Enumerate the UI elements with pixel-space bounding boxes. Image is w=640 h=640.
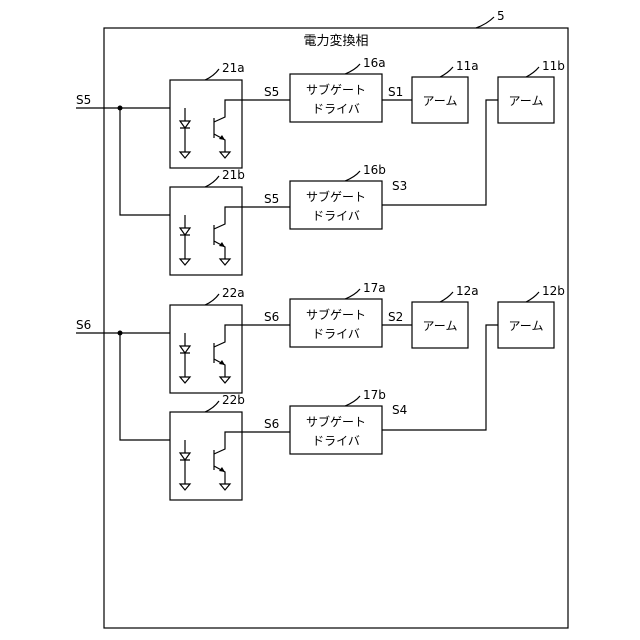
ref-label-16a: 16a (363, 56, 386, 70)
wire-label-s1: S1 (388, 85, 403, 99)
ref-leader-16a (345, 64, 360, 74)
arm-label: アーム (423, 319, 458, 333)
ref-leader-22a (205, 294, 219, 305)
sub-gate-driver-17b: サブゲート ドライバ (290, 406, 382, 454)
s5-input-wire (76, 108, 185, 215)
sub-gate-driver-label-line1: サブゲート (306, 307, 366, 322)
ref-label-12a: 12a (456, 284, 479, 298)
photocoupler-box (170, 187, 242, 275)
ref-label-17b: 17b (363, 388, 386, 402)
signal-label-s5: S5 (76, 93, 91, 107)
photocoupler-21a (170, 80, 242, 168)
wire-label-s6-upper: S6 (264, 310, 279, 324)
ref-leader-21a (205, 69, 219, 80)
ref-label-16b: 16b (363, 163, 386, 177)
photocoupler-box (170, 412, 242, 500)
ref-leader-21b (205, 176, 219, 187)
ref-leader-12b (526, 292, 539, 302)
power-conversion-phase-title: 電力変換相 (303, 33, 368, 49)
photocoupler-22b (170, 412, 242, 500)
arm-11b: アーム (498, 77, 554, 123)
sub-gate-driver-label-line1: サブゲート (306, 414, 366, 429)
ref-leader-22b (205, 401, 219, 412)
wire-label-s2: S2 (388, 310, 403, 324)
sub-gate-driver-17a: サブゲート ドライバ (290, 299, 382, 347)
photocoupler-box (170, 80, 242, 168)
sub-gate-driver-label-line2: ドライバ (312, 102, 360, 116)
ref-label-21b: 21b (222, 168, 245, 182)
sub-gate-driver-16b: サブゲート ドライバ (290, 181, 382, 229)
wire-label-s4: S4 (392, 403, 407, 417)
arm-12a: アーム (412, 302, 468, 348)
sub-gate-driver-label-line2: ドライバ (312, 209, 360, 223)
arm-label: アーム (509, 94, 544, 108)
signal-label-s6: S6 (76, 318, 91, 332)
wire-label-s5-lower: S5 (264, 192, 279, 206)
arm-label: アーム (509, 319, 544, 333)
ref-leader-5 (476, 17, 494, 28)
arm-11a: アーム (412, 77, 468, 123)
sub-gate-driver-label-line2: ドライバ (312, 434, 360, 448)
photocoupler-22a (170, 305, 242, 393)
ref-label-21a: 21a (222, 61, 245, 75)
ref-leader-17b (345, 396, 360, 406)
ref-leader-16b (345, 171, 360, 181)
ref-label-22a: 22a (222, 286, 245, 300)
sub-gate-driver-label-line1: サブゲート (306, 189, 366, 204)
sub-gate-driver-label-line1: サブゲート (306, 82, 366, 97)
ref-label-11b: 11b (542, 59, 565, 73)
s6-input-wire (76, 333, 185, 440)
ref-leader-12a (440, 292, 453, 302)
ref-label-22b: 22b (222, 393, 245, 407)
ref-label-11a: 11a (456, 59, 479, 73)
ref-leader-11b (526, 67, 539, 77)
wire-label-s3: S3 (392, 179, 407, 193)
arm-12b: アーム (498, 302, 554, 348)
sub-gate-driver-16a: サブゲート ドライバ (290, 74, 382, 122)
photocoupler-box (170, 305, 242, 393)
wire-label-s5-upper: S5 (264, 85, 279, 99)
sub-gate-driver-label-line2: ドライバ (312, 327, 360, 341)
ref-leader-17a (345, 289, 360, 299)
ref-label-17a: 17a (363, 281, 386, 295)
s6-junction-dot (118, 331, 123, 336)
ref-label-5: 5 (497, 9, 505, 23)
wire-label-s6-lower: S6 (264, 417, 279, 431)
s5-junction-dot (118, 106, 123, 111)
photocoupler-21b (170, 187, 242, 275)
ref-leader-11a (440, 67, 453, 77)
arm-label: アーム (423, 94, 458, 108)
ref-label-12b: 12b (542, 284, 565, 298)
